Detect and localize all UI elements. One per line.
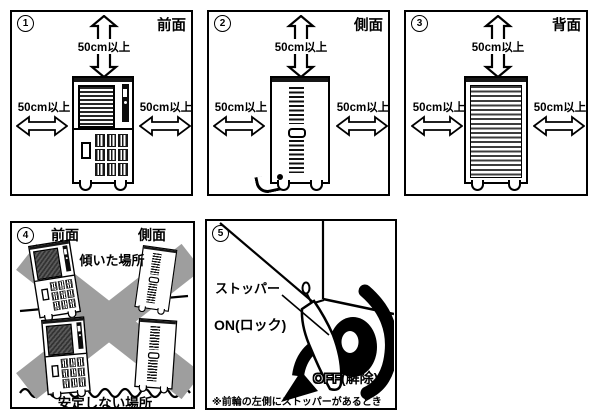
caster [471,180,484,191]
side-slot [148,276,160,284]
panel-number: 5 [212,225,229,242]
side-louver-lower [289,140,304,173]
unit-top-cap [272,78,328,82]
unit-side-illustration [254,76,330,196]
front-grille [78,85,115,128]
stopper-note: ※前輪の左側にストッパーがあるとき [212,397,382,408]
back-grille [470,85,522,178]
unit-side-illustration [134,318,178,394]
panel-number: 3 [411,15,428,32]
front-grille [32,247,63,281]
unit-top-cap [74,78,132,82]
clearance-top-label: 50cm以上 [77,42,131,54]
lower-vents [49,278,77,311]
clearance-top-label: 50cm以上 [471,42,525,54]
clearance-left-label: 50cm以上 [412,102,466,114]
clearance-left-label: 50cm以上 [17,102,71,114]
unit-edge-line [219,222,315,304]
front-view-label: 前面 [51,227,79,243]
unstable-place-label: 安定しない場所 [57,396,153,409]
off-arrow-head [281,371,318,402]
clearance-right-label: 50cm以上 [139,102,193,114]
unstable-front-unit [41,316,91,400]
tank-handle [81,142,91,159]
side-louver-upper [289,87,304,124]
caster-wheel-hub [341,331,359,353]
clearance-right-label: 50cm以上 [336,102,390,114]
caster [310,180,323,191]
stopper-pointer-line [281,294,330,336]
stopper-pin [301,281,311,295]
off-text: OFF [312,369,341,386]
side-view-label: 側面 [138,227,166,243]
unit-front-illustration [41,316,91,400]
side-slot [147,352,160,360]
up-arrow-icon [483,15,513,39]
up-arrow-icon [286,15,316,39]
tilted-place-label: 傾いた場所 [79,253,145,268]
off-release-label: OFF(解除) [312,368,379,388]
on-lock-label: ON(ロック) [214,317,287,333]
caster [277,180,290,191]
panel-number: 4 [17,227,34,244]
panel-side-clearance: 2 側面 50cm以上 50cm以上 50cm以上 [207,10,390,196]
side-louver-lower [146,359,158,382]
stopper-pin-link [306,293,312,303]
caster [114,180,127,191]
panel-title: 側面 [354,18,383,34]
front-grille [45,323,75,356]
down-arrow-icon [286,54,316,78]
left-right-arrow-icon [213,115,265,137]
panel-back-clearance: 3 背面 50cm以上 50cm以上 50cm以上 [404,10,588,196]
clearance-right-label: 50cm以上 [533,102,587,114]
left-right-arrow-icon [16,115,68,137]
up-arrow-icon [89,15,119,39]
panel-front-clearance: 1 前面 50cm以上 50cm以上 50cm以上 [10,10,193,196]
stopper-label: ストッパー [215,281,281,296]
side-slot [288,128,306,138]
panel-number: 2 [214,15,231,32]
unit-front-illustration [72,76,134,191]
tank-handle [51,364,60,378]
unstable-side-unit [134,318,178,394]
body-seam [74,128,132,130]
unit-back-illustration [464,76,528,191]
caster-bracket [358,284,394,400]
power-cord-plug [277,174,283,180]
side-louver-upper [148,325,161,351]
tank-handle [41,288,50,301]
side-louver-lower [146,283,158,304]
caster-stopper-illustration [219,221,394,402]
panel-caster-stopper: 5 ストッパー ON(ロック) OFF(解除) ※前輪の左側にストッパーがあると… [205,219,397,410]
left-right-arrow-icon [411,115,463,137]
down-arrow-icon [89,54,119,78]
down-arrow-icon [483,54,513,78]
stopper-pedal [300,299,343,391]
unit-top-cap [466,78,526,82]
left-right-arrow-icon [533,115,585,137]
panel-number: 1 [17,15,34,32]
left-right-arrow-icon [336,115,388,137]
control-panel [122,84,129,122]
panel-prohibited-places: 4 前面 側面 傾いた場所 安定しない場所 [10,221,195,409]
lower-vents [95,134,128,176]
panel-title: 前面 [157,18,186,34]
clearance-top-label: 50cm以上 [274,42,328,54]
unit-top-cap [140,319,176,325]
caster [79,180,92,191]
control-panel [76,322,84,350]
panel-title: 背面 [552,18,581,34]
clearance-left-label: 50cm以上 [214,102,268,114]
caster [508,180,521,191]
off-state-text: (解除) [341,370,379,386]
lower-vents [60,357,87,389]
left-right-arrow-icon [139,115,191,137]
